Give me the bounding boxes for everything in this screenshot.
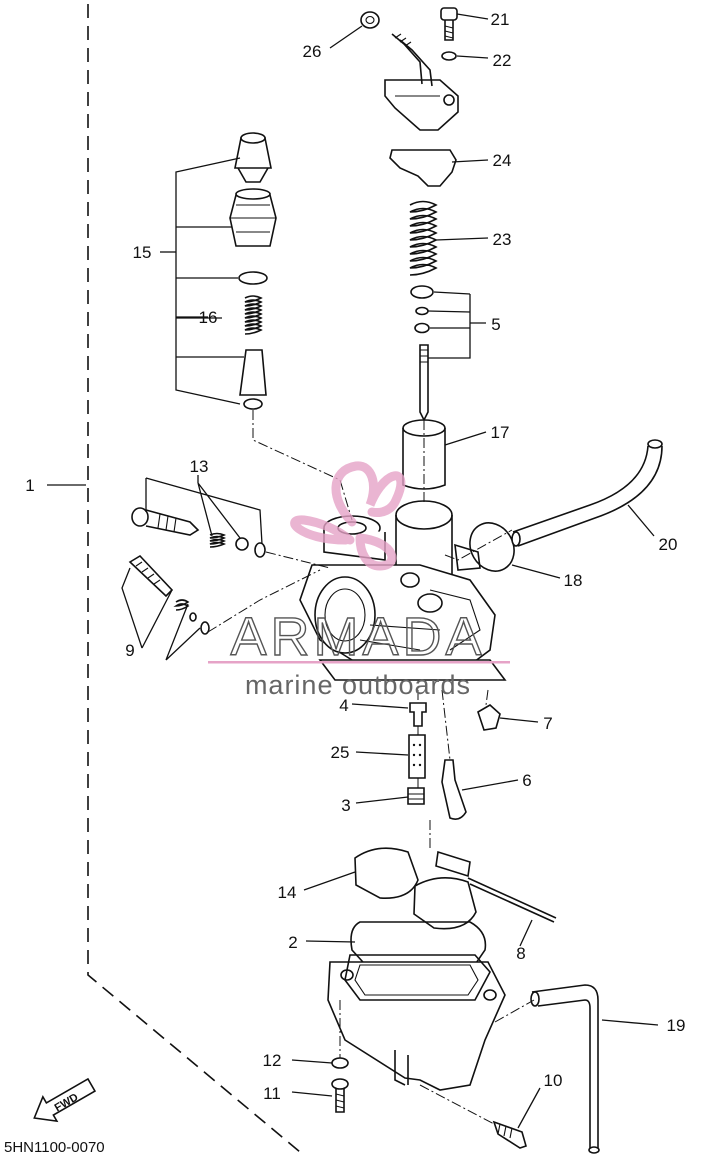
bolt-part-21 bbox=[440, 7, 458, 41]
spring-part-16 bbox=[244, 295, 263, 335]
callout-17: 17 bbox=[491, 423, 510, 442]
callout-14: 14 bbox=[278, 883, 297, 902]
fwd-label: FWD bbox=[53, 1091, 81, 1114]
callout-19: 19 bbox=[667, 1016, 686, 1035]
screw-part-11 bbox=[331, 1078, 349, 1113]
spring-part-23 bbox=[409, 200, 438, 276]
callout-18: 18 bbox=[564, 571, 583, 590]
leader-lines bbox=[47, 13, 659, 1129]
clip-part-7 bbox=[477, 704, 501, 731]
callout-1: 1 bbox=[25, 476, 34, 495]
watermark-underline bbox=[208, 661, 510, 664]
callout-16: 16 bbox=[199, 308, 218, 327]
alignment-lines bbox=[207, 410, 535, 1125]
pilot-parts-15 bbox=[229, 132, 277, 410]
jet-part-4 bbox=[409, 702, 427, 727]
jet-part-3 bbox=[407, 787, 425, 805]
callout-4: 4 bbox=[339, 696, 348, 715]
pin-part-8 bbox=[467, 877, 557, 923]
needle-parts-5 bbox=[410, 285, 434, 422]
washer-part-22 bbox=[441, 51, 457, 61]
assembly-boundary bbox=[87, 4, 301, 1153]
callout-10: 10 bbox=[544, 1071, 563, 1090]
float-part-14 bbox=[354, 847, 477, 930]
callout-3: 3 bbox=[341, 796, 350, 815]
callout-12: 12 bbox=[263, 1051, 282, 1070]
callout-9: 9 bbox=[125, 641, 134, 660]
bracket-15 bbox=[175, 157, 244, 405]
callout-11: 11 bbox=[263, 1084, 281, 1103]
top-cover-part bbox=[384, 33, 459, 131]
watermark-tagline: marine outboards bbox=[245, 670, 471, 700]
diagram-code: 5HN1100-0070 bbox=[4, 1139, 105, 1156]
callout-24: 24 bbox=[493, 151, 512, 170]
tube-part-20 bbox=[511, 439, 663, 547]
callout-23: 23 bbox=[493, 230, 512, 249]
screw-part-10 bbox=[492, 1120, 527, 1149]
callout-20: 20 bbox=[659, 535, 678, 554]
float-bowl bbox=[327, 954, 506, 1091]
gasket-part-24 bbox=[389, 149, 457, 187]
callout-2: 2 bbox=[288, 933, 297, 952]
callout-5: 5 bbox=[491, 315, 500, 334]
callout-26: 26 bbox=[303, 42, 322, 61]
watermark-brand: ARMADA bbox=[230, 607, 485, 667]
cap-part-26 bbox=[360, 11, 380, 29]
washer-part-12 bbox=[331, 1057, 349, 1069]
callout-25: 25 bbox=[331, 743, 350, 762]
o-ring-part-18 bbox=[469, 522, 515, 572]
fwd-arrow bbox=[33, 1077, 97, 1123]
screw-parts-13 bbox=[131, 507, 266, 558]
callout-21: 21 bbox=[491, 10, 510, 29]
jet-part-25 bbox=[408, 734, 426, 779]
tube-part-19 bbox=[530, 984, 600, 1154]
callout-15: 15 bbox=[133, 243, 152, 262]
callout-6: 6 bbox=[522, 771, 531, 790]
needle-valve-part-6 bbox=[441, 759, 467, 820]
watermark-logo bbox=[290, 461, 406, 571]
callout-8: 8 bbox=[516, 944, 525, 963]
callout-22: 22 bbox=[493, 51, 512, 70]
callout-13: 13 bbox=[190, 457, 209, 476]
callout-7: 7 bbox=[543, 714, 552, 733]
